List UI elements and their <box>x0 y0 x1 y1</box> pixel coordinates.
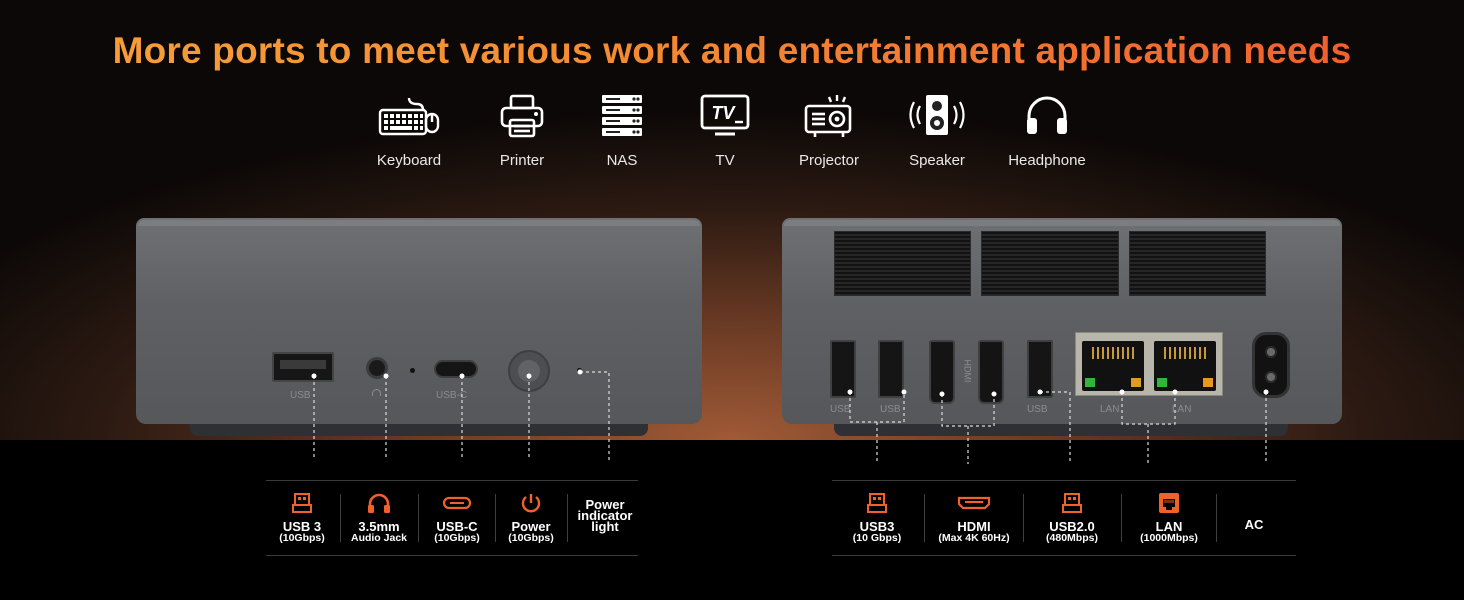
spec-title: LAN <box>1155 519 1183 534</box>
ac-power-inlet <box>1252 332 1290 398</box>
port-label-lan: LAN <box>1100 404 1120 415</box>
lan-port-2 <box>1154 341 1216 391</box>
spec-usb3: USB 3 (10Gbps) <box>266 486 338 550</box>
spec-subtitle: (1000Mbps) <box>1140 532 1198 544</box>
port-label-usb: USB <box>1027 404 1048 415</box>
port-label-usb: USB <box>290 390 311 401</box>
spec-title: USB-C <box>436 519 478 534</box>
spec-title: Power indicator light <box>577 497 633 534</box>
spec-power: Power (10Gbps) <box>497 486 565 550</box>
usb-a-port <box>272 352 334 382</box>
headphone-icon <box>1027 96 1067 134</box>
spec-subtitle: (480Mbps) <box>1046 532 1098 544</box>
headline: More ports to meet various work and ente… <box>0 30 1464 72</box>
app-projector: Projector <box>774 92 884 169</box>
port-label-usb: USB <box>830 404 851 415</box>
backdrop-floor <box>0 440 1464 600</box>
lan-ports-block <box>1075 332 1223 396</box>
spec-power-indicator: Power indicator light <box>569 486 641 550</box>
spec-subtitle: (10Gbps) <box>434 532 480 544</box>
speaker-icon <box>909 95 965 135</box>
usb-icon <box>292 493 312 513</box>
spec-usb2: USB2.0 (480Mbps) <box>1025 486 1119 550</box>
app-keyboard: Keyboard <box>354 92 464 169</box>
usb-icon <box>867 493 887 513</box>
spec-title: HDMI <box>957 519 991 534</box>
projector-icon <box>804 95 852 137</box>
app-tv: TV TV <box>670 92 780 169</box>
usb-port-1 <box>830 340 856 398</box>
app-speaker: Speaker <box>882 92 992 169</box>
usb-port-3 <box>1027 340 1053 398</box>
spec-usb3: USB3 (10 Gbps) <box>832 486 922 550</box>
spec-subtitle: (Max 4K 60Hz) <box>938 532 1010 544</box>
audio-jack-mark-icon <box>372 389 381 396</box>
power-icon <box>521 494 541 513</box>
printer-icon <box>500 94 544 138</box>
spec-title: USB3 <box>859 519 895 534</box>
spec-subtitle: (10 Gbps) <box>852 532 902 544</box>
tv-icon: TV <box>700 94 750 136</box>
port-label-usb: USB <box>880 404 901 415</box>
spec-ac: AC <box>1218 486 1290 550</box>
spec-subtitle: (10Gbps) <box>508 532 554 544</box>
app-label: Headphone <box>1008 152 1086 169</box>
app-label: Speaker <box>909 152 965 169</box>
spec-usb-c: USB-C (10Gbps) <box>420 486 494 550</box>
app-label: Projector <box>798 152 860 169</box>
spec-title: USB 3 <box>282 519 322 534</box>
spec-title: 3.5mm <box>358 519 400 534</box>
spec-title: USB2.0 <box>1049 519 1095 534</box>
mini-pc-rear-view: USB USB HDMI USB LAN LAN <box>782 218 1342 440</box>
mini-pc-front-view: USB USB-C <box>136 218 702 440</box>
audio-jack-port <box>366 357 388 379</box>
mic-hole <box>410 368 415 373</box>
tv-icon-text: TV <box>711 103 736 123</box>
application-icons-row: Keyboard Printer <box>0 0 1464 180</box>
vent-grille <box>981 231 1119 296</box>
lan-port-1 <box>1082 341 1144 391</box>
spec-title: AC <box>1244 517 1264 532</box>
spec-audio-jack: 3.5mm Audio Jack <box>342 486 416 550</box>
spec-subtitle: (10Gbps) <box>279 532 325 544</box>
app-label: NAS <box>606 152 638 169</box>
usb-port-2 <box>878 340 904 398</box>
spec-lan: LAN (1000Mbps) <box>1123 486 1215 550</box>
app-label: Keyboard <box>376 152 442 169</box>
app-label: Printer <box>499 152 545 169</box>
spec-hdmi: HDMI (Max 4K 60Hz) <box>926 486 1022 550</box>
usb-c-port <box>434 360 478 378</box>
lan-icon <box>1159 493 1179 513</box>
keyboard-icon <box>378 97 440 136</box>
vent-grille <box>1129 231 1266 296</box>
front-port-specs: USB 3 (10Gbps) 3.5mm Audio Jack USB-C (1… <box>266 480 638 556</box>
usb-c-icon <box>442 496 472 510</box>
hdmi-icon <box>957 496 991 510</box>
app-nas: NAS <box>567 92 677 169</box>
hdmi-port-2 <box>978 340 1004 404</box>
app-headphone: Headphone <box>992 92 1102 169</box>
headphone-jack-icon <box>368 493 390 513</box>
nas-icon <box>602 95 642 136</box>
usb-icon <box>1062 493 1082 513</box>
spec-title: Power <box>511 519 551 534</box>
spec-subtitle: Audio Jack <box>350 532 408 544</box>
app-label: TV <box>715 152 735 169</box>
port-label-lan: LAN <box>1172 404 1192 415</box>
rear-port-specs: USB3 (10 Gbps) HDMI (Max 4K 60Hz) USB2.0… <box>832 480 1296 556</box>
app-printer: Printer <box>467 92 577 169</box>
vent-grille <box>834 231 971 296</box>
port-label-usbc: USB-C <box>436 390 468 401</box>
